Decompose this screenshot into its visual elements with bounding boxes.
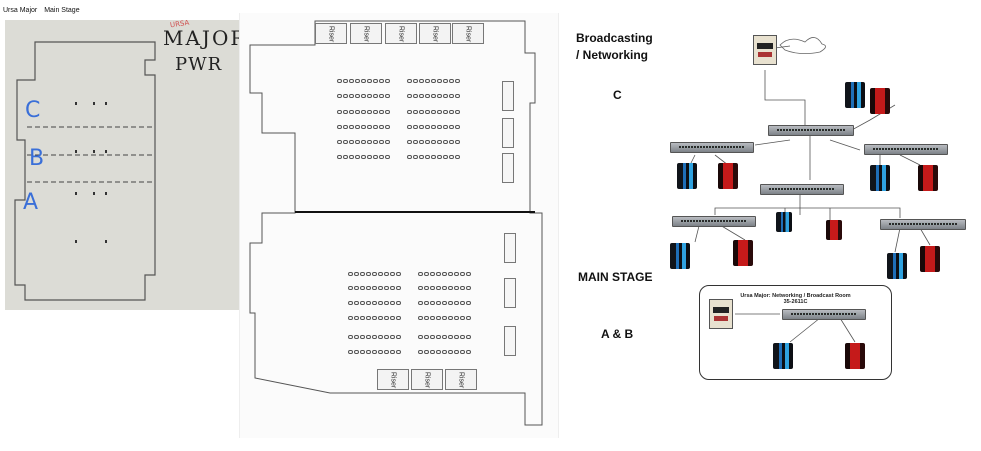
side-table <box>504 326 516 356</box>
ursa-major-broadcast-room: Ursa Major: Networking / Broadcast Room … <box>699 285 892 380</box>
seat-row <box>337 101 391 114</box>
seat-row <box>418 326 472 339</box>
riser-top-5: Riser <box>452 23 484 44</box>
network-switch <box>672 216 756 227</box>
riser-top-4: Riser <box>419 23 451 44</box>
sketch-outline <box>14 41 156 301</box>
pc-tower-red <box>826 220 842 240</box>
seat-row <box>407 101 461 114</box>
pc-tower-red <box>918 165 938 191</box>
tab-ursa-major[interactable]: Ursa Major <box>3 7 38 14</box>
header-tabs: Ursa Major Main Stage <box>3 7 85 14</box>
sketch-title-major: MAJOR <box>163 26 242 50</box>
seat-row <box>418 341 472 354</box>
seat-row <box>407 85 461 98</box>
seat-row <box>348 307 402 320</box>
seat-row <box>348 263 402 276</box>
network-switch <box>782 309 866 320</box>
sketch-label-c: C <box>25 98 41 123</box>
label-main-stage: MAIN STAGE <box>578 270 653 284</box>
seat-row <box>348 341 402 354</box>
seat-row <box>337 116 391 129</box>
pc-tower-red <box>920 246 940 272</box>
pc-tower-red <box>718 163 738 189</box>
network-switch <box>880 219 966 230</box>
network-switch <box>864 144 948 155</box>
access-point-device <box>753 35 777 65</box>
tab-main-stage[interactable]: Main Stage <box>44 7 80 14</box>
side-table <box>502 118 514 148</box>
side-table <box>502 153 514 183</box>
riser-bottom-3: Riser <box>445 369 477 390</box>
seat-row <box>337 131 391 144</box>
riser-top-1: Riser <box>315 23 347 44</box>
sketch-label-a: A <box>23 190 39 215</box>
riser-top-3: Riser <box>385 23 417 44</box>
side-table <box>502 81 514 111</box>
pc-tower-red <box>870 88 890 114</box>
pc-tower-blue <box>670 243 690 269</box>
seat-row <box>348 326 402 339</box>
seat-row <box>337 146 391 159</box>
riser-bottom-2: Riser <box>411 369 443 390</box>
pc-tower-blue <box>776 212 792 232</box>
seat-row <box>418 277 472 290</box>
floor-plan: Riser Riser Riser Riser Riser Riser Rise… <box>239 13 559 438</box>
pc-tower-blue <box>677 163 697 189</box>
seat-row <box>418 292 472 305</box>
sub-caption-title: Ursa Major: Networking / Broadcast Room <box>740 293 851 299</box>
label-a-b: A & B <box>601 327 634 341</box>
seat-row <box>418 263 472 276</box>
pc-tower-red <box>733 240 753 266</box>
network-heading-line1: Broadcasting <box>576 31 653 45</box>
seat-row <box>418 307 472 320</box>
seat-row <box>337 85 391 98</box>
seat-row <box>348 292 402 305</box>
access-point-device <box>709 299 733 329</box>
seat-row <box>407 131 461 144</box>
label-c: C <box>613 88 622 102</box>
sketch-photo: URSA MAJOR PWR C B A <box>5 20 242 310</box>
network-switch <box>768 125 854 136</box>
floor-plan-walls <box>249 20 543 426</box>
network-switch <box>760 184 844 195</box>
seat-row <box>407 116 461 129</box>
side-table <box>504 233 516 263</box>
pc-tower-blue <box>887 253 907 279</box>
sketch-label-b: B <box>29 146 45 171</box>
pc-tower-blue <box>845 82 865 108</box>
riser-top-2: Riser <box>350 23 382 44</box>
network-switch <box>670 142 754 153</box>
sub-caption-room: 35-2611C <box>783 299 808 305</box>
seat-row <box>348 277 402 290</box>
seat-row <box>407 146 461 159</box>
pc-tower-blue <box>773 343 793 369</box>
sketch-title-pwr: PWR <box>175 54 223 75</box>
side-table <box>504 278 516 308</box>
pc-tower-red <box>845 343 865 369</box>
seat-row <box>337 70 391 83</box>
network-heading-line2: / Networking <box>576 48 649 62</box>
seat-row <box>407 70 461 83</box>
riser-bottom-1: Riser <box>377 369 409 390</box>
pc-tower-blue <box>870 165 890 191</box>
